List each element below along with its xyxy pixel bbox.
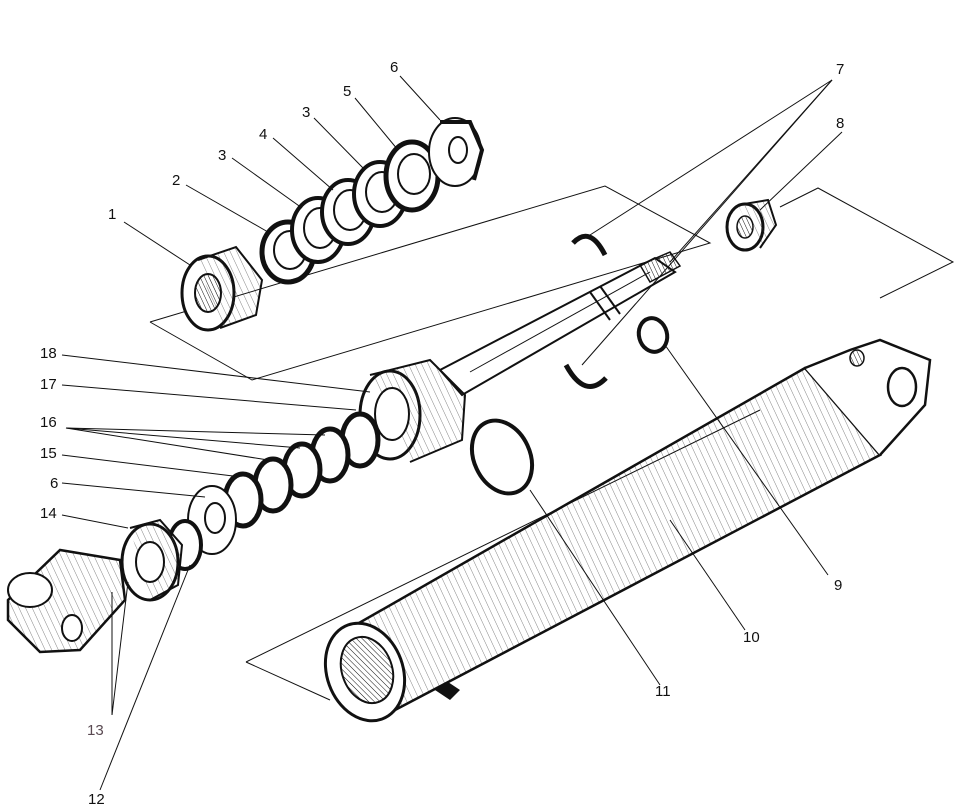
label-part-8: 8 [836,115,844,132]
label-part-18: 18 [40,345,57,362]
label-part-13: 13 [87,722,104,739]
label-part-6-top: 6 [390,59,398,76]
part-16-rings [252,411,381,514]
part-7-half-ring-bottom [563,363,608,389]
label-part-10: 10 [743,629,760,646]
label-part-16: 16 [40,414,57,431]
part-14-bushing [120,518,184,602]
label-part-17: 17 [40,376,57,393]
label-part-6-bottom: 6 [50,475,58,492]
plane-top [149,185,712,381]
label-part-5: 5 [343,83,351,100]
label-part-12: 12 [88,791,105,808]
part-9-o-ring-small [636,316,670,354]
part-7-half-ring-top [571,233,608,257]
label-part-3b: 3 [302,104,310,121]
label-part-4: 4 [259,126,267,143]
leader-lines [61,75,843,791]
label-part-3a: 3 [218,147,226,164]
part-10-cylinder-barrel [323,338,932,723]
part-rod-eye [6,548,127,654]
label-part-14: 14 [40,505,57,522]
label-part-1: 1 [108,206,116,223]
label-part-11: 11 [655,683,671,700]
label-part-2: 2 [172,172,180,189]
part-8-nut [725,198,778,252]
label-part-15: 15 [40,445,57,462]
part-1-gland-nut [180,245,264,332]
part-6-washer-top [428,117,485,187]
label-part-9: 9 [834,577,842,594]
label-part-7: 7 [836,61,844,78]
part-11-o-ring-large [469,418,535,496]
